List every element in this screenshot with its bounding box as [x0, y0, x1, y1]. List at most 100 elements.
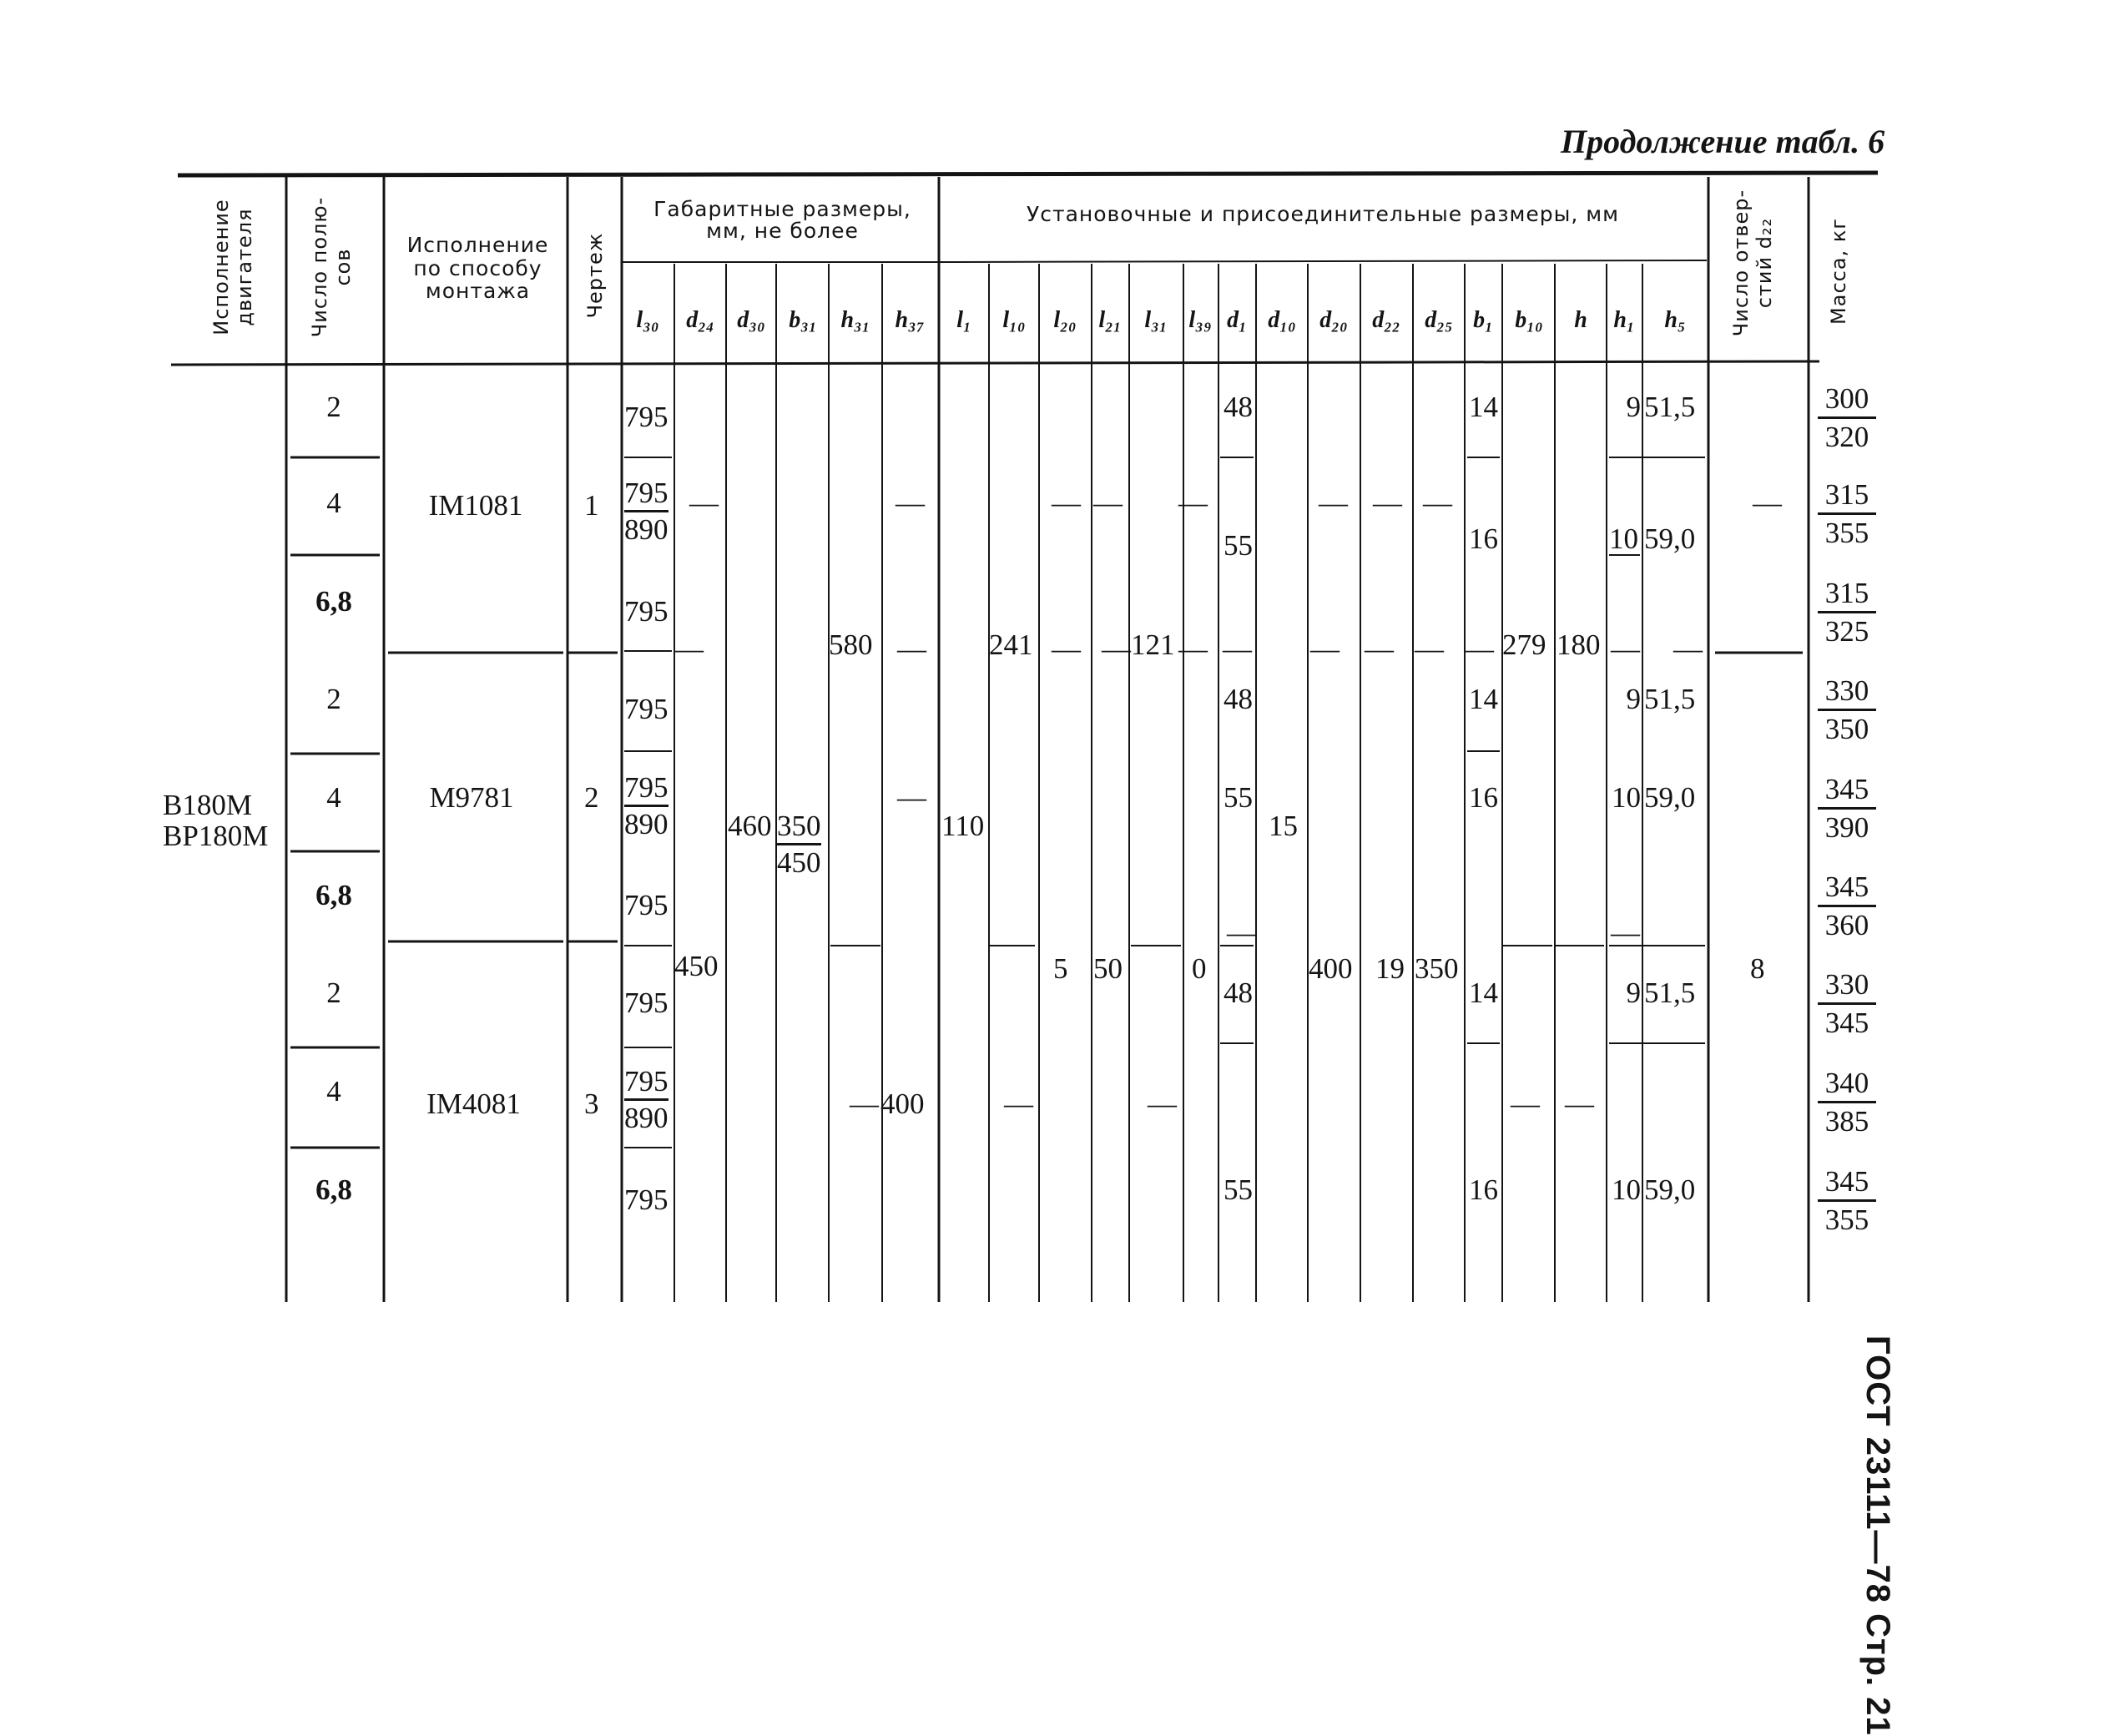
table-top-rule	[177, 170, 1879, 178]
l30-cell: 795	[624, 889, 669, 921]
dash-mark: —	[1148, 1088, 1177, 1120]
header-overall-dimensions: Габаритные размеры,мм, не более	[653, 197, 911, 244]
holes-cell: 8	[1750, 952, 1765, 985]
dash-mark: —	[1223, 633, 1252, 665]
dash-mark: —	[1365, 633, 1394, 665]
d20-cell: 400	[1309, 952, 1353, 985]
col-head-7: l₁₀	[1002, 307, 1026, 333]
b1-cell: 14	[1469, 391, 1498, 423]
inner-cell-rules	[624, 457, 1705, 1148]
col-head-2: d₃₀	[737, 307, 765, 333]
table-grid-lines	[170, 170, 1879, 1302]
col-head-5: h₃₇	[895, 307, 925, 333]
drawing-cell-1: 1	[584, 489, 599, 522]
h5-cell: 51,5	[1644, 683, 1696, 715]
col-head-14: d₂₀	[1319, 307, 1348, 333]
h1-cell: 10	[1612, 1173, 1641, 1206]
poles-cell: 2	[326, 391, 341, 423]
d25-cell: 350	[1415, 952, 1459, 985]
b1-cell: 16	[1469, 781, 1498, 814]
drawing-cell-2: 2	[584, 781, 599, 814]
l20-cell: 5	[1053, 952, 1068, 985]
col-head-13: d₁₀	[1268, 307, 1296, 333]
dash-mark: —	[1319, 487, 1348, 519]
header-install-dimensions: Установочные и присоединительные размеры…	[1027, 202, 1619, 226]
col-head-17: b₁	[1473, 307, 1493, 333]
h1-cell: 9	[1626, 391, 1642, 423]
header-poles: Число полю-сов	[308, 196, 355, 338]
col-head-10: l₃₁	[1144, 307, 1168, 333]
dash-mark: —	[1611, 633, 1640, 665]
dash-mark: —	[1673, 633, 1703, 665]
b10-cell: 279	[1502, 628, 1546, 661]
poles-cell: 4	[326, 487, 341, 519]
h5-cell: 51,5	[1644, 976, 1696, 1009]
col-head-21: h₅	[1664, 307, 1686, 333]
col-head-20: h₁	[1613, 307, 1635, 333]
subcolumn-dividers	[674, 264, 1643, 1302]
h5-cell: 59,0	[1644, 781, 1696, 814]
d1-cell: 48	[1224, 683, 1253, 715]
header-holes: Число отвер-стий d₂₂	[1729, 189, 1776, 337]
l30-cell: 795	[624, 401, 669, 433]
poles-cell: 6,8	[315, 585, 352, 618]
l30-cell: 795	[624, 987, 669, 1019]
h37-cell: 400	[880, 1088, 925, 1120]
b1-cell: 16	[1469, 1173, 1498, 1206]
column-dividers	[285, 177, 1810, 1302]
dash-mark: —	[1093, 487, 1123, 519]
table-caption: Продолжение табл. 6	[1561, 123, 1885, 160]
d1-cell: 48	[1224, 976, 1253, 1009]
h31-cell: 580	[829, 628, 873, 661]
b1-cell: 14	[1469, 683, 1498, 715]
col-head-19: h	[1574, 307, 1587, 333]
l30-cell: 795	[624, 595, 669, 628]
h5-cell-g1: 59,0	[1644, 522, 1696, 555]
mounting-cell-2: M9781	[429, 781, 514, 814]
drawing-cell-3: 3	[584, 1088, 599, 1120]
dash-mark: —	[1178, 487, 1208, 519]
poles-cell: 4	[326, 781, 341, 814]
l31-cell: 121	[1131, 628, 1175, 661]
d22-cell: 19	[1375, 952, 1405, 985]
l21-cell: 50	[1093, 952, 1123, 985]
h1-cell: 9	[1626, 683, 1642, 715]
poles-cell: 2	[326, 976, 341, 1009]
col-head-12: d₁	[1227, 307, 1247, 333]
h5-cell: 51,5	[1644, 391, 1696, 423]
mounting-cell-3: IM4081	[426, 1088, 521, 1120]
poles-cell: 4	[326, 1075, 341, 1108]
l39-cell: 0	[1192, 952, 1207, 985]
dash-mark: —	[1465, 633, 1494, 665]
col-head-9: l₂₁	[1098, 307, 1122, 333]
col-head-1: d₂₄	[686, 307, 714, 333]
h1-cell: 9	[1626, 976, 1642, 1009]
dash-mark: —	[1415, 633, 1444, 665]
col-head-3: b₃₁	[789, 307, 817, 333]
poles-cell: 6,8	[315, 1173, 352, 1206]
l1-cell: 110	[941, 810, 985, 842]
dash-mark: —	[689, 487, 719, 519]
dash-mark: —	[850, 1088, 879, 1120]
l30-cell: 795	[624, 693, 669, 725]
col-head-16: d₂₅	[1425, 307, 1453, 333]
header-mass: Масса, кг	[1827, 218, 1850, 325]
dash-mark: —	[1565, 1088, 1594, 1120]
d1-cell: 48	[1224, 391, 1253, 423]
dash-mark: —	[1423, 487, 1452, 519]
dash-mark: —	[1178, 633, 1208, 665]
d1-cell-g1: 55	[1224, 529, 1253, 562]
dash-mark: —	[897, 633, 926, 665]
dash-mark: —	[1004, 1088, 1033, 1120]
dash-mark: —	[1753, 487, 1782, 519]
